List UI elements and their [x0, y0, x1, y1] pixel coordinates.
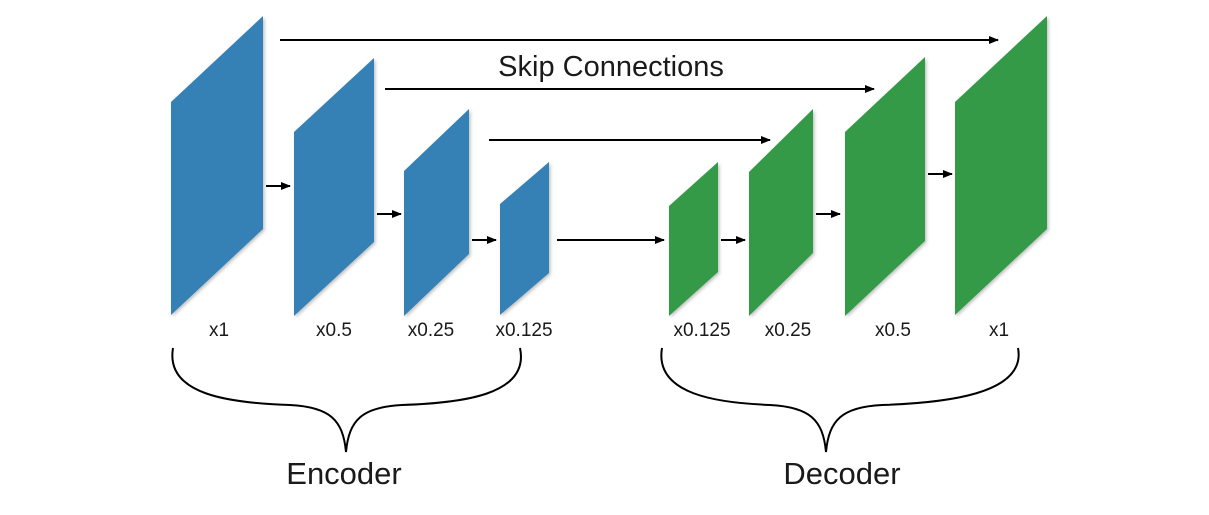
encoder-scale-label: x0.125	[495, 320, 552, 341]
decoder-brace	[660, 347, 1020, 453]
encoder-block-x0.5	[294, 58, 374, 316]
skip-connections-label: Skip Connections	[498, 51, 724, 83]
encoder-block-x0.125	[500, 162, 549, 315]
decoder-scale-label: x0.25	[765, 320, 811, 341]
decoder-block-x0.125	[669, 162, 718, 316]
decoder-block-x1	[955, 16, 1047, 315]
decoder-scale-label: x1	[989, 320, 1009, 341]
decoder-label: Decoder	[783, 456, 900, 491]
encoder-scale-label: x1	[209, 320, 229, 341]
encoder-scale-label: x0.5	[316, 320, 352, 341]
encoder-block-x1	[171, 16, 263, 315]
decoder-scale-label: x0.125	[673, 320, 730, 341]
encoder-brace	[171, 347, 522, 453]
decoder-block-x0.25	[749, 109, 813, 316]
encoder-scale-label: x0.25	[408, 320, 454, 341]
encoder-label: Encoder	[286, 456, 401, 491]
encoder-block-x0.25	[404, 109, 469, 316]
decoder-scale-label: x0.5	[875, 320, 911, 341]
decoder-block-x0.5	[845, 57, 925, 316]
